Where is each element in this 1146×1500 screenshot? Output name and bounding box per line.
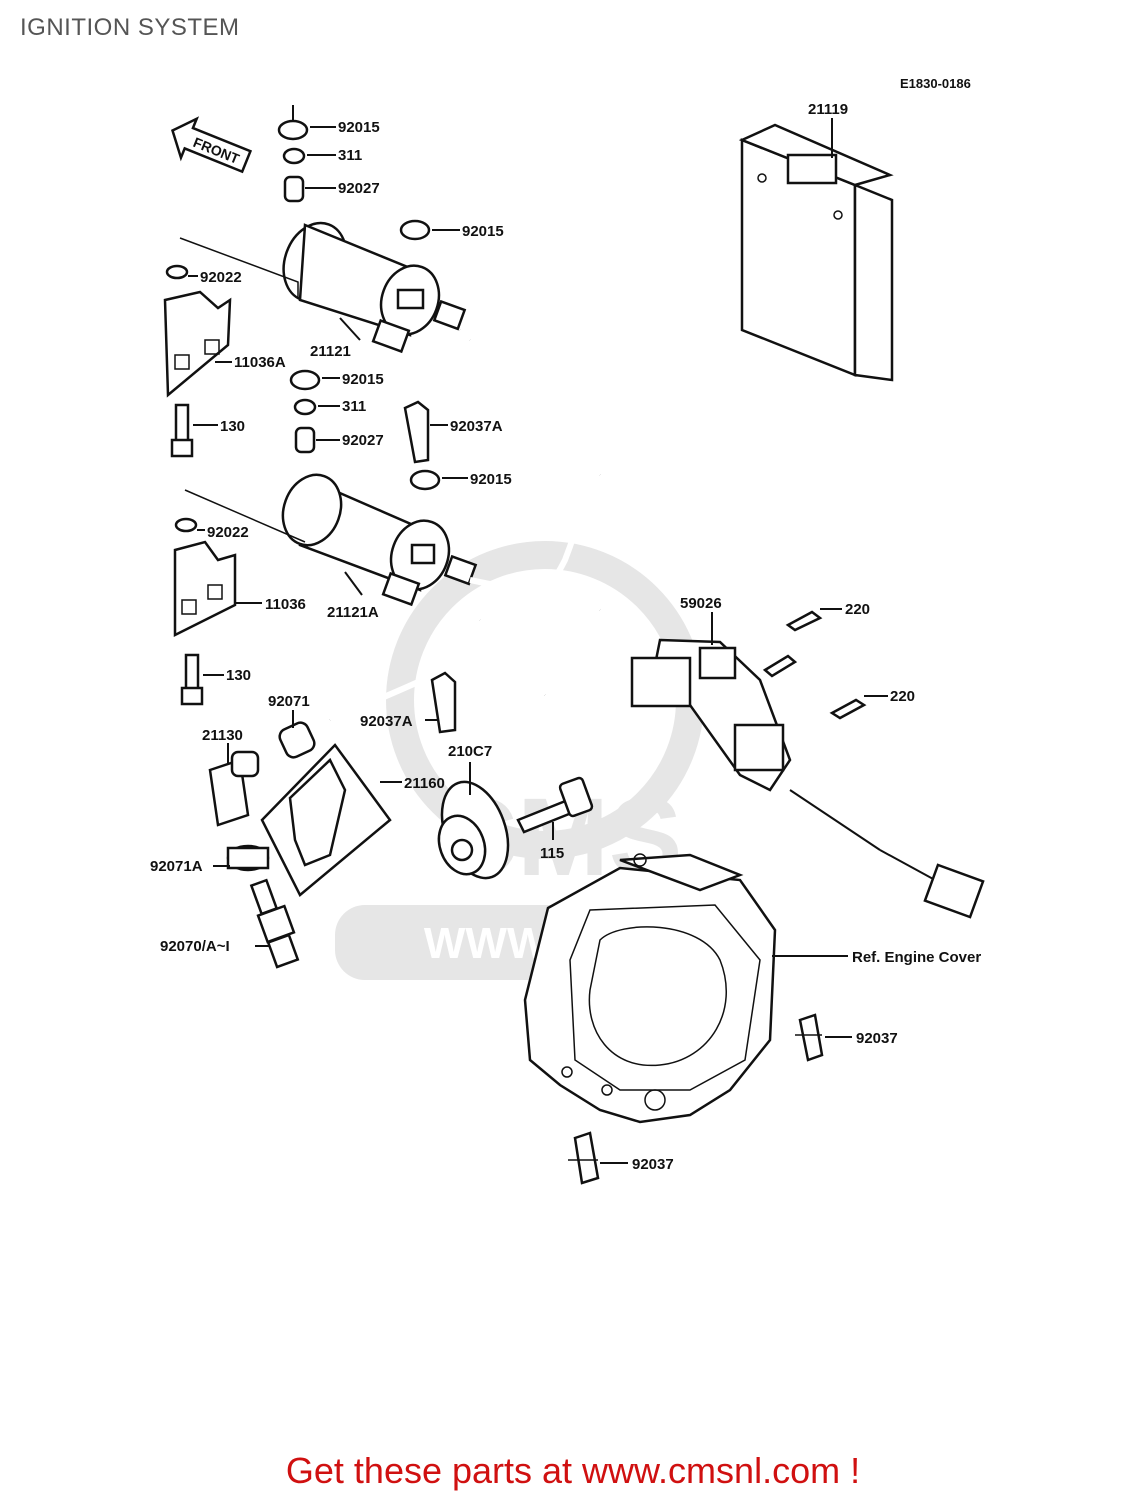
- part-label-92022-b: 92022: [207, 524, 249, 541]
- footer-promo-link[interactable]: Get these parts at www.cmsnl.com !: [285, 1450, 861, 1491]
- part-label-92015-b: 92015: [462, 223, 504, 240]
- part-label-130-a: 130: [220, 418, 245, 435]
- part-label-21130: 21130: [202, 727, 243, 744]
- nut-icon: [409, 469, 441, 491]
- part-label-92037A-a: 92037A: [450, 418, 503, 435]
- part-label-220-b: 220: [890, 688, 915, 705]
- part-label-92037-b: 92037: [632, 1156, 674, 1173]
- clip-icon: [568, 1131, 600, 1185]
- ref-engine-cover-label: Ref. Engine Cover: [852, 949, 981, 966]
- bolt-icon: [785, 610, 823, 632]
- bolt-icon: [170, 403, 194, 458]
- part-label-311-b: 311: [342, 398, 366, 415]
- connector-icon: [923, 863, 985, 919]
- part-label-11036: 11036: [265, 596, 306, 613]
- bracket-icon: [173, 540, 237, 638]
- diagram-code: E1830-0186: [900, 76, 971, 91]
- plug-cap-icon: [260, 743, 392, 897]
- part-label-92015-a: 92015: [338, 119, 380, 136]
- ignition-coil-icon: [281, 473, 478, 607]
- nut-icon: [277, 105, 309, 141]
- clamp-icon: [403, 400, 430, 464]
- part-label-92037A-b: 92037A: [360, 713, 413, 730]
- nut-icon: [289, 369, 321, 391]
- part-label-130-b: 130: [226, 667, 251, 684]
- part-label-92015-d: 92015: [470, 471, 512, 488]
- part-label-92037-a: 92037: [856, 1030, 898, 1047]
- part-label-115: 115: [540, 845, 564, 862]
- parts-diagram: CMS WWW.CMS E1830-0186 FRONT 21119 92015…: [150, 76, 985, 1185]
- part-label-210C7: 210C7: [448, 743, 492, 760]
- bolt-icon: [180, 653, 204, 706]
- ignition-coil-icon: [282, 221, 467, 354]
- part-label-21121: 21121: [310, 343, 351, 360]
- part-label-92027-b: 92027: [342, 432, 384, 449]
- engine-cover-icon: [523, 853, 777, 1124]
- igniter-box-icon: [738, 123, 894, 382]
- bolt-icon: [762, 654, 798, 678]
- page-title: IGNITION SYSTEM: [20, 14, 240, 41]
- clip-icon: [795, 1013, 824, 1062]
- plug-cap-icon: [208, 750, 260, 827]
- part-label-220-a: 220: [845, 601, 870, 618]
- plug-cap-icon: [278, 721, 316, 759]
- spacer-icon: [226, 844, 270, 872]
- bolt-icon: [829, 698, 867, 720]
- bolt-icon: [516, 776, 594, 834]
- part-label-92070: 92070/A~I: [160, 938, 230, 955]
- rotor-icon: [437, 780, 510, 880]
- nut-icon: [399, 219, 431, 241]
- washer-icon: [174, 517, 198, 533]
- collar-icon: [283, 175, 305, 203]
- spark-plug-icon: [249, 878, 300, 969]
- nut-icon: [293, 398, 317, 416]
- part-label-92027-a: 92027: [338, 180, 380, 197]
- ht-lead: [328, 327, 603, 723]
- part-label-21119: 21119: [808, 101, 848, 118]
- part-label-11036A: 11036A: [234, 354, 286, 371]
- part-label-92015-c: 92015: [342, 371, 384, 388]
- part-label-311-a: 311: [338, 147, 362, 164]
- collar-icon: [294, 426, 316, 454]
- part-label-92022-a: 92022: [200, 269, 242, 286]
- front-arrow-icon: FRONT: [170, 116, 253, 174]
- pickup-coil-icon: [630, 638, 936, 881]
- part-label-59026: 59026: [680, 595, 722, 612]
- part-label-92071A: 92071A: [150, 858, 203, 875]
- nut-icon: [282, 147, 306, 165]
- washer-icon: [165, 264, 189, 280]
- part-label-92071: 92071: [268, 693, 310, 710]
- part-label-21121A: 21121A: [327, 604, 379, 621]
- bracket-icon: [163, 290, 232, 398]
- part-label-21160: 21160: [404, 775, 445, 792]
- clamp-icon: [430, 671, 457, 734]
